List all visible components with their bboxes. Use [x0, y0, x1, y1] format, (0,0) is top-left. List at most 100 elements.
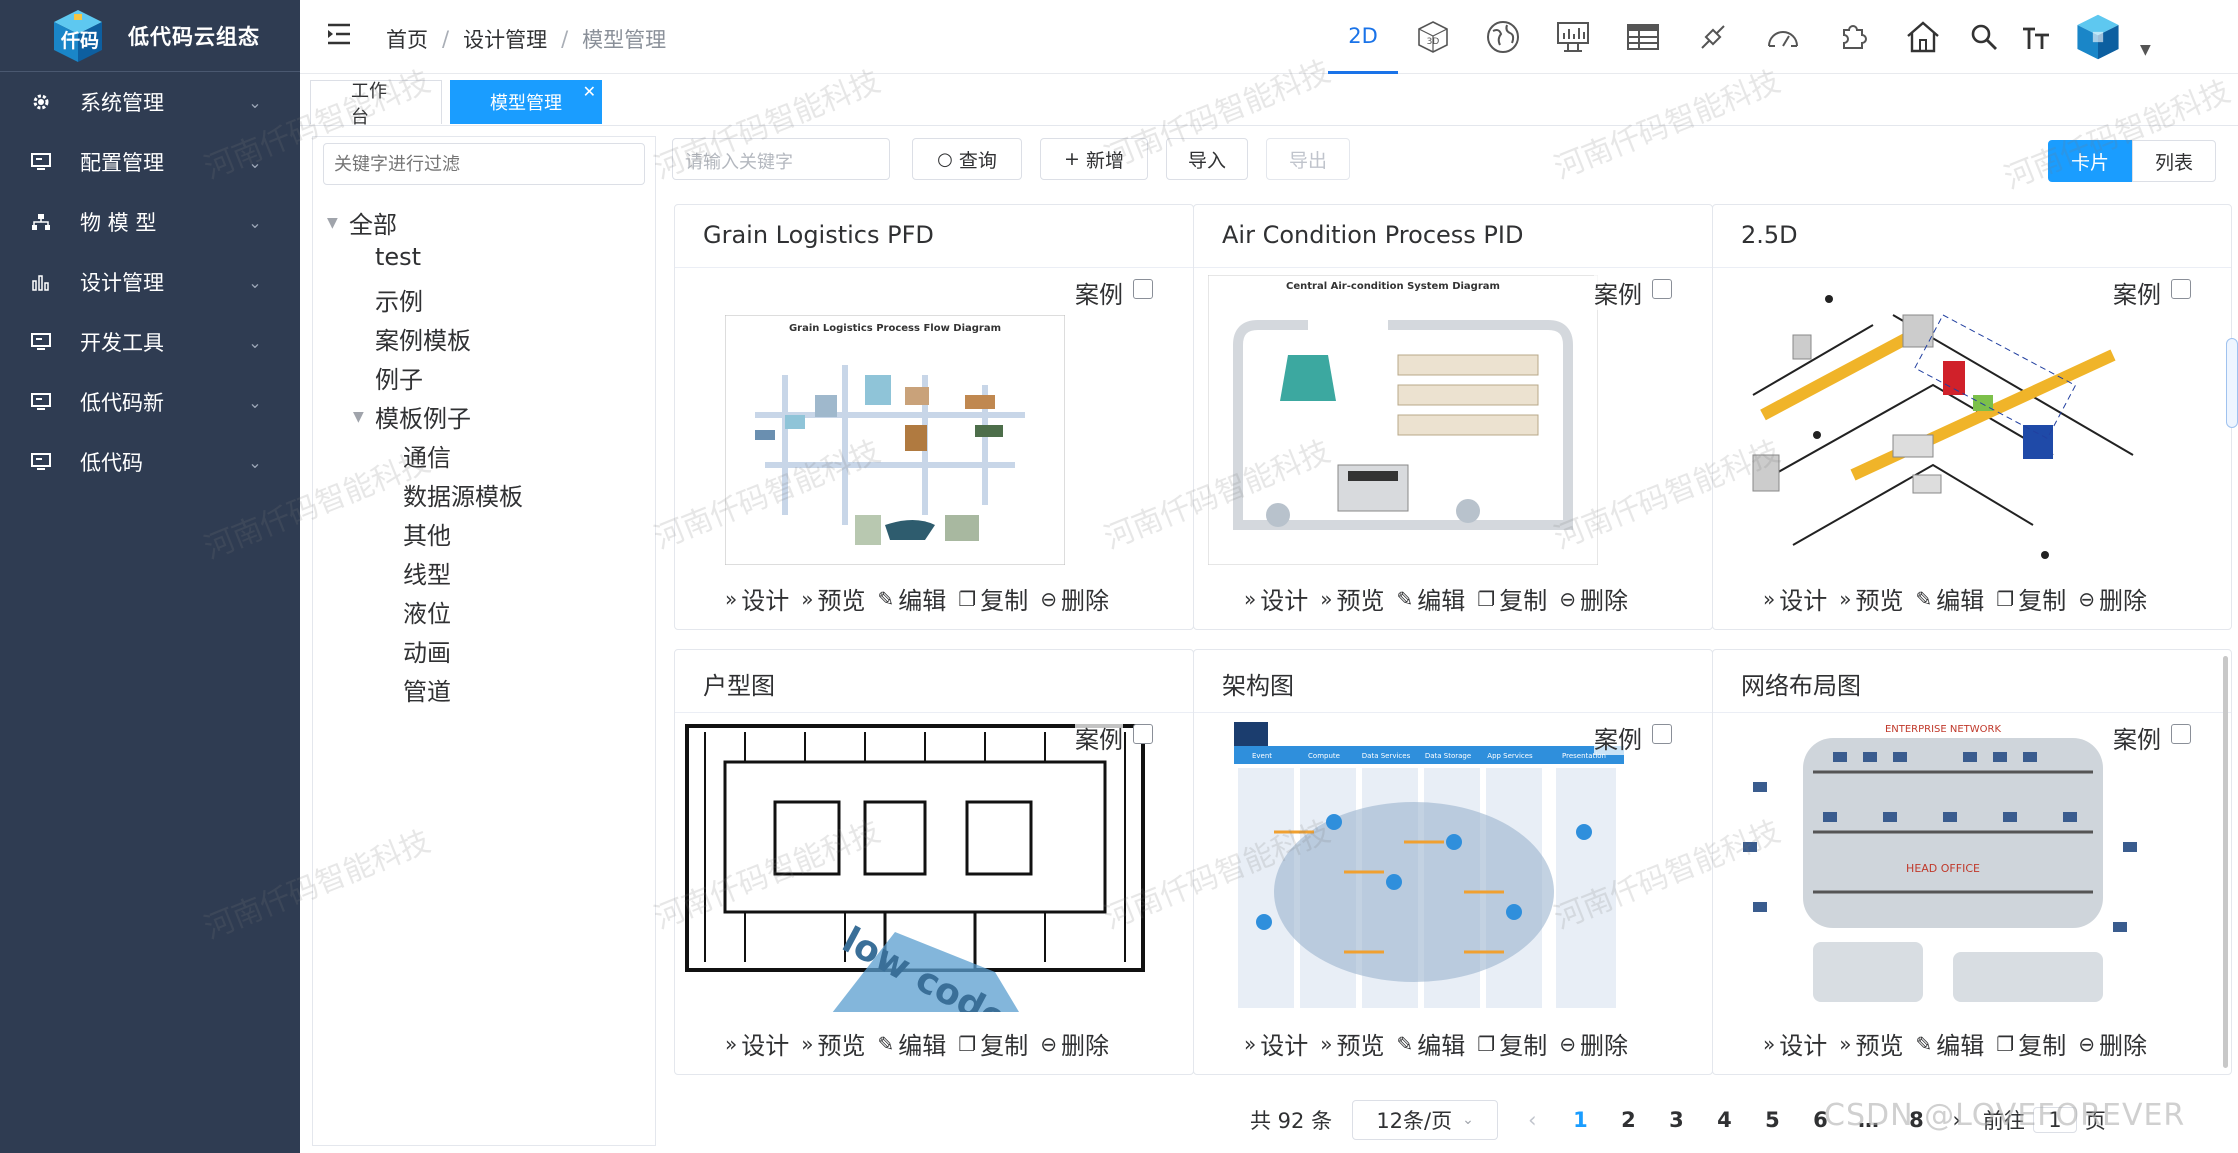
sidebar-item-config[interactable]: 配置管理 ⌄	[0, 132, 300, 192]
dashboard-button[interactable]	[1538, 0, 1608, 74]
caret-down-icon[interactable]: ▼	[327, 215, 338, 231]
globe-button[interactable]	[1468, 0, 1538, 74]
tree-node[interactable]: 案例模板	[375, 327, 471, 355]
card-checkbox[interactable]	[1133, 279, 1153, 299]
tree-node[interactable]: 模板例子	[375, 405, 471, 433]
preview-button[interactable]: »预览	[1839, 581, 1903, 616]
link-button[interactable]	[1678, 0, 1748, 74]
brand[interactable]: 仟码 低代码云组态	[0, 0, 300, 72]
tree-node[interactable]: 液位	[403, 600, 451, 628]
model-card[interactable]: 户型图 low code 案例 »设计 »预览 ✎编辑 ❐复制 ⊖删除	[674, 649, 1194, 1075]
tree-node[interactable]: 示例	[375, 288, 423, 316]
copy-button[interactable]: ❐复制	[958, 581, 1028, 616]
preview-button[interactable]: »预览	[1320, 581, 1384, 616]
copy-button[interactable]: ❐复制	[958, 1026, 1028, 1061]
copy-button[interactable]: ❐复制	[1477, 581, 1547, 616]
tree-node[interactable]: 动画	[403, 639, 451, 667]
tree-node[interactable]: 例子	[375, 366, 423, 394]
tree-node-root[interactable]: 全部	[349, 211, 397, 239]
tree-node[interactable]: 线型	[403, 561, 451, 589]
design-button[interactable]: »设计	[1244, 581, 1308, 616]
tree-node[interactable]: test	[375, 243, 422, 271]
edit-button[interactable]: ✎编辑	[1916, 1026, 1985, 1061]
copy-button[interactable]: ❐复制	[1996, 1026, 2066, 1061]
page-ellipsis[interactable]: …	[1857, 1108, 1879, 1132]
edit-button[interactable]: ✎编辑	[1397, 581, 1466, 616]
sidebar-item-system[interactable]: 系统管理 ⌄	[0, 72, 300, 132]
model-card[interactable]: 架构图 Event Compute Data Services Data Sto…	[1193, 649, 1713, 1075]
search-button[interactable]	[1958, 0, 2010, 74]
model-card[interactable]: 网络布局图 ENTERPRISE NETWORK HEAD OFFICE 案例 …	[1712, 649, 2232, 1075]
user-menu[interactable]: ▼	[2074, 12, 2151, 62]
page-number[interactable]: 8	[1909, 1108, 1924, 1132]
collapse-menu-icon[interactable]	[326, 22, 352, 48]
card-checkbox[interactable]	[1652, 724, 1672, 744]
copy-button[interactable]: ❐复制	[1996, 581, 2066, 616]
gauge-button[interactable]	[1748, 0, 1818, 74]
prev-page-icon[interactable]: ‹	[1528, 1108, 1537, 1132]
list-view-button[interactable]: 列表	[2132, 140, 2216, 182]
delete-button[interactable]: ⊖删除	[1040, 1026, 1109, 1061]
tree-filter-input[interactable]	[323, 143, 645, 185]
page-number[interactable]: 4	[1717, 1108, 1732, 1132]
model-card[interactable]: 2.5D 案例 »设计 »预览 ✎编辑 ❐复制 ⊖删除	[1712, 204, 2232, 630]
goto-page-input[interactable]: 1	[2032, 1107, 2077, 1133]
vertical-scrollbar[interactable]	[2223, 656, 2228, 1068]
preview-button[interactable]: »预览	[1839, 1026, 1903, 1061]
font-size-button[interactable]	[2010, 0, 2062, 74]
design-button[interactable]: »设计	[1763, 581, 1827, 616]
preview-button[interactable]: »预览	[801, 581, 865, 616]
sidebar-item-lowcode-new[interactable]: 低代码新 ⌄	[0, 372, 300, 432]
table-button[interactable]	[1608, 0, 1678, 74]
preview-button[interactable]: »预览	[801, 1026, 865, 1061]
export-button[interactable]: 导出	[1266, 138, 1350, 180]
keyword-search-input[interactable]: 请输入关键字	[672, 138, 890, 180]
delete-button[interactable]: ⊖删除	[2078, 1026, 2147, 1061]
design-button[interactable]: »设计	[725, 581, 789, 616]
edit-button[interactable]: ✎编辑	[878, 1026, 947, 1061]
preview-button[interactable]: »预览	[1320, 1026, 1384, 1061]
next-page-icon[interactable]: ›	[1952, 1108, 1961, 1132]
import-button[interactable]: 导入	[1166, 138, 1248, 180]
delete-button[interactable]: ⊖删除	[2078, 581, 2147, 616]
tree-node[interactable]: 通信	[403, 444, 451, 472]
sidebar-item-devtools[interactable]: 开发工具 ⌄	[0, 312, 300, 372]
card-thumbnail[interactable]: low code	[685, 722, 1145, 1012]
mode-3d-button[interactable]: 3D	[1398, 0, 1468, 74]
edit-button[interactable]: ✎编辑	[1916, 581, 1985, 616]
page-number[interactable]: 5	[1765, 1108, 1780, 1132]
breadcrumb-design[interactable]: 设计管理	[463, 28, 548, 52]
close-icon[interactable]: ✕	[582, 82, 596, 101]
card-thumbnail[interactable]	[1733, 275, 2173, 565]
plugin-button[interactable]	[1818, 0, 1888, 74]
model-card[interactable]: Air Condition Process PID Central Air-co…	[1193, 204, 1713, 630]
delete-button[interactable]: ⊖删除	[1559, 1026, 1628, 1061]
add-button[interactable]: +新增	[1040, 138, 1148, 180]
edit-button[interactable]: ✎编辑	[878, 581, 947, 616]
page-number[interactable]: 3	[1669, 1108, 1684, 1132]
card-thumbnail[interactable]: Central Air-condition System Diagram	[1208, 275, 1598, 565]
page-number[interactable]: 6	[1813, 1108, 1828, 1132]
home-button[interactable]	[1888, 0, 1958, 74]
side-scroll-handle[interactable]	[2226, 338, 2238, 428]
tab-workbench[interactable]: 工作台	[310, 80, 442, 128]
design-button[interactable]: »设计	[725, 1026, 789, 1061]
card-view-button[interactable]: 卡片	[2048, 140, 2132, 182]
sidebar-item-lowcode[interactable]: 低代码 ⌄	[0, 432, 300, 492]
model-card[interactable]: Grain Logistics PFD Grain Logistics Proc…	[674, 204, 1194, 630]
query-button[interactable]: ○查询	[912, 138, 1022, 180]
design-button[interactable]: »设计	[1763, 1026, 1827, 1061]
card-thumbnail[interactable]: Event Compute Data Services Data Storage…	[1234, 722, 1624, 1012]
tree-node[interactable]: 数据源模板	[403, 483, 523, 511]
page-number[interactable]: 1	[1573, 1108, 1588, 1132]
card-checkbox[interactable]	[1652, 279, 1672, 299]
mode-2d-button[interactable]: 2D	[1328, 0, 1398, 74]
card-thumbnail[interactable]: ENTERPRISE NETWORK HEAD OFFICE	[1733, 722, 2153, 1012]
card-thumbnail[interactable]: Grain Logistics Process Flow Diagram	[725, 315, 1065, 565]
tree-node[interactable]: 其他	[403, 522, 451, 550]
copy-button[interactable]: ❐复制	[1477, 1026, 1547, 1061]
sidebar-item-design[interactable]: 设计管理 ⌄	[0, 252, 300, 312]
tab-model-management[interactable]: 模型管理 ✕	[450, 80, 602, 124]
sidebar-item-thing-model[interactable]: 物 模 型 ⌄	[0, 192, 300, 252]
tree-node[interactable]: 管道	[403, 678, 451, 706]
